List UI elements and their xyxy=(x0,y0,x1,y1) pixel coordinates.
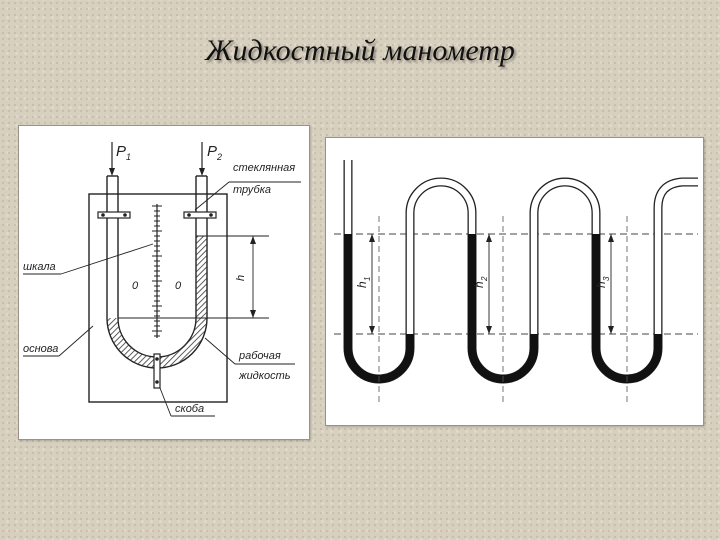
slide-title: Жидкостный манометр xyxy=(205,34,515,67)
p1-subscript: 1 xyxy=(126,152,131,162)
base-label: основа xyxy=(23,343,58,355)
bracket-label: скоба xyxy=(175,403,204,415)
working-fluid-label-2: жидкость xyxy=(238,370,291,382)
zero-right: 0 xyxy=(175,280,182,292)
top-right-clamp xyxy=(183,211,217,219)
zero-left: 0 xyxy=(132,280,139,292)
h3-subscript: 3 xyxy=(602,276,611,281)
tube-inner xyxy=(344,160,698,383)
multi-u-tube-drawing: h 1 h 2 h 3 xyxy=(334,160,698,406)
multi-u-tube-manometer-diagram: h 1 h 2 h 3 xyxy=(325,137,704,426)
working-fluid xyxy=(107,236,207,368)
h2-subscript: 2 xyxy=(480,276,489,282)
p2-arrow xyxy=(199,168,205,176)
scale-label: шкала xyxy=(23,261,56,273)
p1-arrow xyxy=(109,168,115,176)
u-tube-manometer-drawing: P 1 P 2 0 0 h стеклянная трубка шкала ос… xyxy=(23,142,301,417)
base-plate xyxy=(88,193,228,403)
p2-label: P xyxy=(207,143,217,160)
glass-tube-label-1: стеклянная xyxy=(233,162,295,174)
bottom-bracket xyxy=(153,353,161,389)
u-tube-manometer-diagram: P 1 P 2 0 0 h стеклянная трубка шкала ос… xyxy=(18,125,310,440)
h3-label: h xyxy=(594,281,608,288)
h1-label: h xyxy=(355,281,369,288)
working-fluid-label-1: рабочая xyxy=(238,350,281,362)
p1-label: P xyxy=(116,143,126,160)
scale-ticks xyxy=(152,205,162,337)
top-left-clamp xyxy=(97,211,131,219)
h2-label: h xyxy=(472,281,486,288)
height-label: h xyxy=(235,275,247,281)
glass-tube-label-2: трубка xyxy=(233,184,271,196)
h1-subscript: 1 xyxy=(363,277,372,281)
tube-outer xyxy=(343,160,698,384)
p2-subscript: 2 xyxy=(216,152,222,162)
